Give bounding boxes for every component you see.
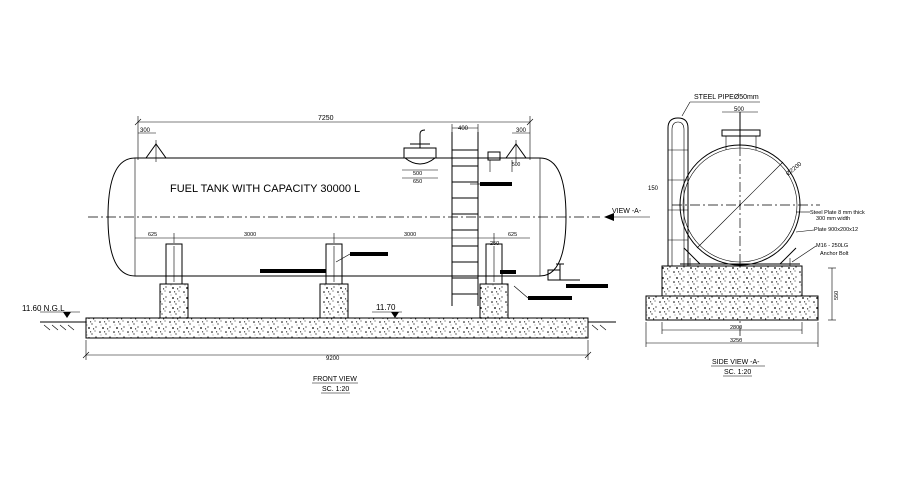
saddle-right	[479, 243, 509, 319]
ground-hatch-left	[40, 321, 86, 331]
tank-title: FUEL TANK WITH CAPACITY 30000 L	[170, 183, 360, 195]
dim-ladder-width: 400	[451, 124, 479, 158]
dim-base-length-label: 9200	[326, 356, 340, 362]
dim-height-right: 550	[828, 267, 840, 321]
dim-segment-2: 3000	[244, 232, 256, 238]
side-base-slab	[645, 295, 819, 321]
dim-right-top: 300	[512, 128, 530, 134]
side-view: STEEL PIPEØ50mm 500 150 Ø2200	[645, 94, 865, 377]
ground-hatch-right	[588, 321, 616, 331]
note-plate-1a: Steel Plate 8 mm thick	[810, 210, 865, 216]
note-bar-5	[528, 296, 572, 300]
note-bar-2	[350, 252, 388, 256]
dim-valve-2-label: 650	[413, 179, 422, 185]
top-lug	[721, 112, 761, 150]
side-view-scale: SC. 1:20	[724, 369, 751, 376]
dim-left-top: 300	[138, 128, 156, 134]
dim-segments: 625 3000 3000 625 250	[135, 232, 530, 247]
note-bar-1	[480, 182, 512, 186]
front-view: 7250 300 300 400 FUEL TANK WITH CAPACITY…	[22, 115, 650, 394]
side-notes: Steel Plate 8 mm thick 300 mm width Plat…	[791, 210, 865, 263]
dim-segment-4: 625	[508, 232, 517, 238]
side-view-caption: SIDE VIEW -A-	[712, 359, 760, 366]
front-view-scale: SC. 1:20	[322, 386, 349, 393]
dim-right-top-label: 300	[516, 128, 527, 134]
lifting-lug-right	[505, 140, 527, 162]
dim-base-inner-label: 2800	[730, 325, 742, 331]
note-bar-3	[260, 269, 326, 273]
dim-valve-1-label: 500	[413, 171, 422, 177]
dim-base-outer: 3250	[645, 322, 819, 347]
front-view-caption: FRONT VIEW	[313, 376, 357, 383]
note-bolt-b: Anchor Bolt	[820, 251, 849, 257]
pipe-label: STEEL PIPEØ50mm	[694, 94, 759, 101]
dim-height-right-label: 550	[834, 291, 840, 300]
manhole-vent: 500 650	[402, 129, 438, 185]
dim-base-outer-label: 3250	[730, 338, 742, 344]
level-ground: 11.60 N.G.L	[22, 304, 80, 318]
foundation-slab-front	[85, 317, 589, 339]
fill-pipe: 500	[487, 151, 521, 172]
dim-overall-length-label: 7250	[318, 115, 334, 122]
dim-overall-length: 7250	[134, 115, 534, 160]
side-pedestal	[661, 265, 803, 297]
access-ladder	[451, 132, 479, 306]
dim-left-top-label: 300	[140, 128, 151, 134]
lifting-lug-left	[145, 140, 167, 162]
dim-segment-1: 625	[148, 232, 157, 238]
view-marker: VIEW -A-	[604, 208, 650, 221]
dim-ladder-width-label: 400	[458, 126, 469, 132]
view-marker-label: VIEW -A-	[612, 208, 642, 215]
saddle-left	[159, 243, 189, 319]
note-plate-1b: 300 mm width	[816, 216, 850, 222]
level-ground-label: 11.60 N.G.L	[22, 304, 65, 313]
dim-segment-3: 3000	[404, 232, 416, 238]
note-plate-2: Plate 900x200x12	[814, 227, 858, 233]
dim-left-label: 150	[648, 186, 659, 192]
drain-valve	[547, 263, 580, 281]
dim-base-length: 9200	[82, 340, 592, 362]
dim-base-inner: 2800	[661, 322, 803, 334]
dim-top-label: 500	[734, 107, 745, 113]
note-bar-6	[566, 284, 608, 288]
saddle-middle	[319, 243, 349, 319]
hand-rail	[667, 117, 689, 268]
level-slab: 11.70	[372, 303, 402, 318]
note-bar-4	[500, 270, 516, 274]
dim-valve-3-label: 500	[512, 162, 521, 168]
level-slab-label: 11.70	[376, 303, 396, 312]
note-bolt-a: M16 - 250LG	[816, 243, 848, 249]
